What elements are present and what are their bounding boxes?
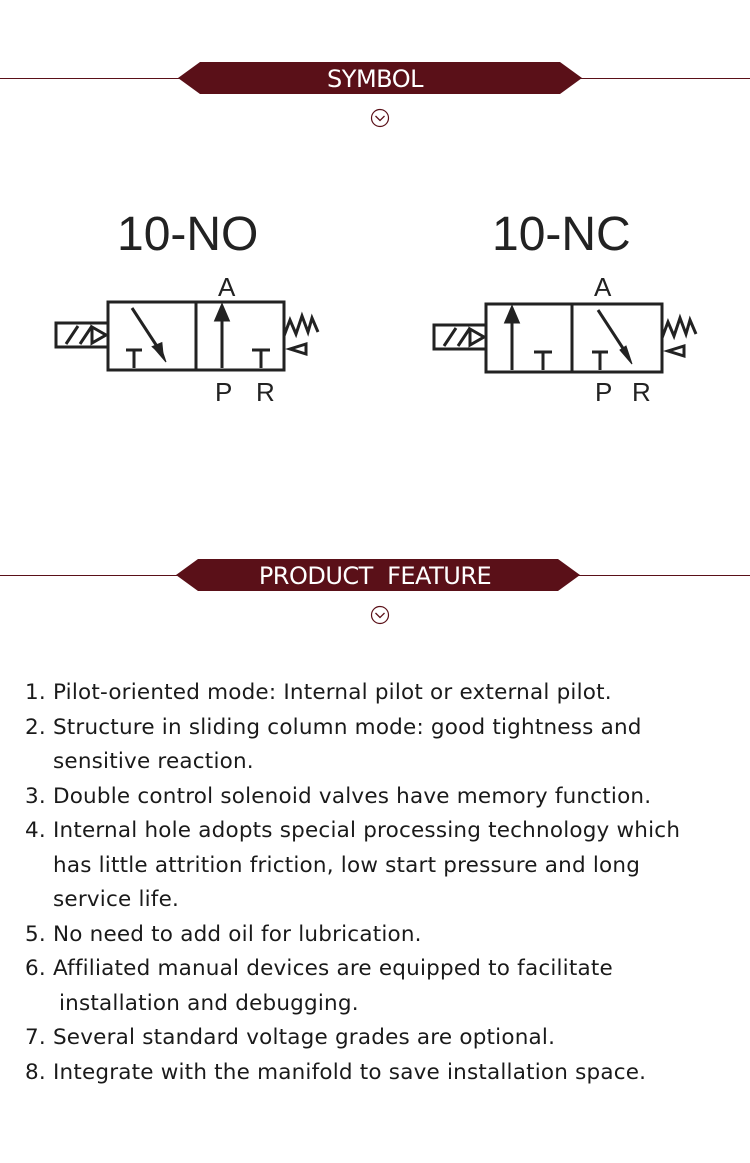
feature-item: 1. Pilot-oriented mode: Internal pilot o… bbox=[25, 680, 612, 705]
port-r-label: R bbox=[256, 377, 275, 407]
port-p-label: P bbox=[215, 377, 232, 407]
feature-item: 4. Internal hole adopts special processi… bbox=[25, 818, 681, 912]
valve-symbol-no: A P R bbox=[54, 272, 320, 407]
feature-item: 3. Double control solenoid valves have m… bbox=[25, 783, 652, 809]
valve-symbol-nc: A P R bbox=[432, 272, 698, 407]
port-r-label: R bbox=[632, 377, 651, 407]
chevron-down-circle-icon bbox=[370, 108, 390, 128]
port-p-label: P bbox=[595, 377, 612, 407]
title-banner bbox=[178, 62, 582, 94]
feature-item: 7. Several standard voltage grades are o… bbox=[25, 1025, 556, 1050]
title-banner bbox=[176, 559, 580, 591]
section-title: SYMBOL bbox=[327, 65, 423, 93]
feature-item: 5. No need to add oil for lubrication. bbox=[25, 921, 422, 947]
section-title: PRODUCT FEATURE bbox=[258, 562, 492, 590]
feature-section-header: PRODUCT FEATURE bbox=[0, 557, 750, 625]
feature-item: 8. Integrate with the manifold to save i… bbox=[25, 1059, 647, 1085]
port-a-label: A bbox=[594, 272, 612, 302]
feature-item: 6. Affiliated manual devices are equippe… bbox=[25, 956, 613, 1016]
feature-list: 1. Pilot-oriented mode: Internal pilot o… bbox=[25, 676, 740, 1090]
symbol-section-header: SYMBOL bbox=[0, 60, 750, 128]
symbol-label-no: 10-NO bbox=[117, 208, 259, 261]
symbol-label-nc: 10-NC bbox=[492, 208, 631, 261]
feature-item: 2. Structure in sliding column mode: goo… bbox=[25, 714, 642, 775]
port-a-label: A bbox=[218, 272, 236, 302]
chevron-down-circle-icon bbox=[370, 605, 390, 625]
